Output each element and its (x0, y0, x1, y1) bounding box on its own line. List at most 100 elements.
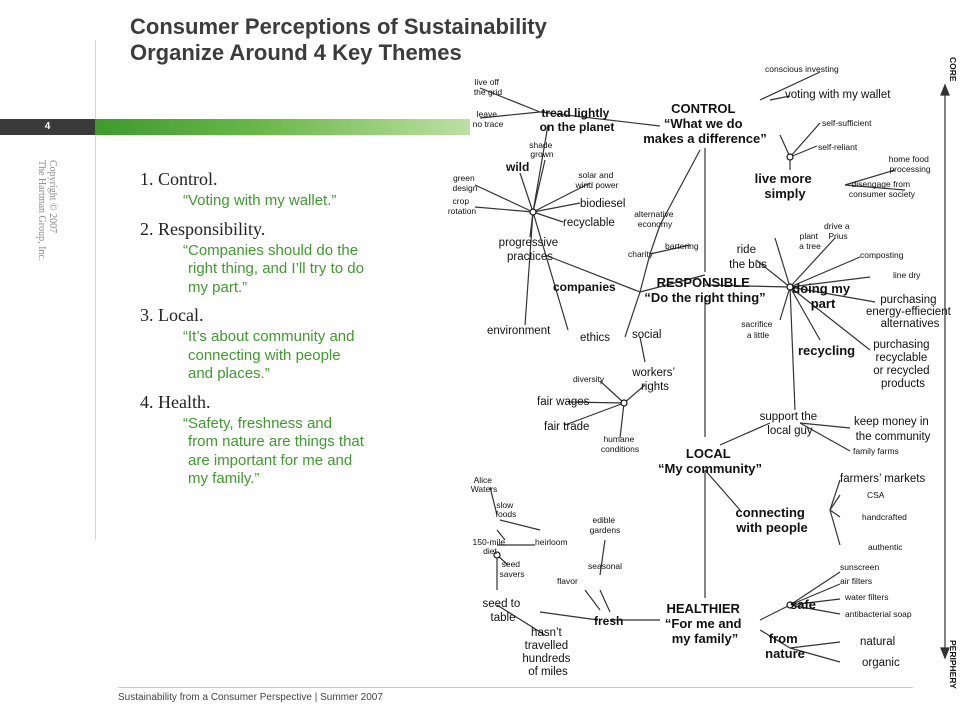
page-number-box (0, 119, 95, 135)
map-node: composting (860, 250, 904, 260)
map-node: seed to table (483, 598, 524, 624)
quote-line: “It’s about community and (183, 328, 355, 345)
map-node: ride the bus (729, 244, 767, 271)
map-responsible-heading: RESPONSIBLE “Do the right thing” (644, 275, 765, 305)
map-node: biodiesel (580, 198, 625, 210)
map-node: conscious investing (765, 64, 839, 74)
map-node: flavor (557, 576, 578, 586)
theme-health: 4. Health. “Safety, freshness and from n… (140, 391, 430, 489)
map-node: charity (628, 249, 654, 259)
map-connectors (474, 71, 946, 663)
map-node: safe (790, 597, 816, 612)
map-hubs (493, 153, 794, 609)
axis-periphery-label: PERIPHERY (948, 640, 958, 689)
map-node: social (632, 329, 661, 341)
map-node: leave no trace (473, 109, 504, 129)
axis-core-label: CORE (948, 57, 958, 82)
map-axis: CORE PERIPHERY (940, 57, 958, 689)
map-node: alternative economy (634, 209, 676, 229)
map-node: home food processing (889, 154, 932, 174)
green-gradient-bar (95, 119, 470, 135)
map-node: plant a tree (799, 231, 821, 251)
map-node: workers’ rights (631, 367, 678, 393)
map-node: authentic (868, 542, 903, 552)
quote-line: are important for me and (188, 451, 353, 469)
theme-quote: “Voting with my wallet.” (183, 192, 430, 211)
quote-line: “Safety, freshness and (183, 414, 332, 432)
map-node: air filters (840, 576, 872, 586)
map-node: doing my part (792, 281, 853, 311)
copyright-vertical: Copyright © 2007 The Hartman Group, Inc. (36, 160, 66, 300)
quote-line: “Voting with my wallet.” (183, 192, 337, 209)
map-node: purchasing energy-effiecient alternative… (866, 294, 954, 330)
map-node: voting with my wallet (785, 89, 891, 101)
map-node: environment (487, 325, 551, 337)
quote-line: my part.” (188, 278, 248, 296)
map-node: disengage from consumer society (849, 179, 916, 199)
map-node: progressive practices (499, 237, 562, 263)
map-node: sacrifice a little (741, 319, 775, 340)
map-node: recycling (798, 343, 855, 358)
theme-heading: 2. Responsibility. (140, 218, 266, 239)
map-node: hasn’t travelled hundreds of miles (522, 627, 573, 678)
vertical-divider (95, 40, 96, 540)
map-node: antibacterial soap (845, 609, 912, 619)
theme-control: 1. Control. “Voting with my wallet.” (140, 168, 430, 211)
concept-map: CORE PERIPHERY CONTROL “What we do makes… (440, 55, 960, 720)
map-node: slow foods (496, 500, 517, 519)
map-node: support the local guy (760, 411, 821, 437)
theme-heading: 4. Health. (140, 391, 211, 412)
theme-heading: 1. Control. (140, 169, 218, 189)
concept-map-svg: CORE PERIPHERY CONTROL “What we do makes… (448, 57, 958, 689)
theme-responsibility: 2. Responsibility. “Companies should do … (140, 218, 430, 298)
map-node: natural (860, 636, 895, 648)
map-node: live off the grid (474, 77, 503, 97)
page-title: Consumer Perceptions of Sustainability O… (130, 14, 547, 65)
map-node: organic (862, 657, 900, 669)
map-healthier-heading: HEALTHIER “For me and my family” (665, 601, 745, 646)
map-node: family farms (853, 446, 899, 456)
map-node: seed savers (499, 559, 524, 579)
header-band: 4 (0, 119, 470, 135)
footer-text: Sustainability from a Consumer Perspecti… (118, 692, 383, 703)
map-node: keep money in the community (854, 416, 932, 443)
quote-line: “Companies should do the (183, 241, 359, 259)
map-node: seasonal (588, 561, 622, 571)
map-node: green design (452, 173, 477, 193)
theme-quote: “Safety, freshness and from nature are t… (183, 415, 430, 489)
map-node: diversity (573, 374, 605, 384)
map-control-heading: CONTROL “What we do makes a difference” (643, 101, 767, 146)
map-node: fresh (594, 614, 623, 628)
map-node: drive a Prius (824, 221, 852, 241)
map-node: edible gardens (590, 515, 621, 535)
themes-list: 1. Control. “Voting with my wallet.” 2. … (140, 168, 430, 496)
quote-line: right thing, and I’ll try to do (188, 260, 364, 277)
page-number: 4 (44, 121, 51, 132)
theme-quote: “Companies should do the right thing, an… (183, 242, 430, 298)
copyright-line-1: Copyright © 2007 (47, 160, 58, 234)
theme-local: 3. Local. “It’s about community and conn… (140, 304, 430, 384)
map-node: solar and wind power (575, 170, 619, 190)
map-node: companies (553, 280, 616, 294)
map-node: line dry (893, 270, 921, 280)
map-node: water filters (844, 592, 888, 602)
map-node: 150-mile diet (473, 537, 508, 556)
footer-divider (118, 687, 913, 688)
map-node: humane conditions (601, 434, 639, 454)
map-node: ethics (580, 332, 610, 344)
map-node: live more simply (755, 171, 816, 201)
quote-line: and places.” (188, 365, 270, 382)
map-node: farmers’ markets (840, 473, 925, 485)
map-node: fair wages (537, 396, 590, 408)
theme-quote: “It’s about community and connecting wit… (183, 328, 430, 384)
map-node: sunscreen (840, 562, 879, 572)
copyright-line-2: The Hartman Group, Inc. (36, 160, 47, 262)
map-node: recyclable (563, 217, 615, 229)
map-node: shade grown (529, 140, 555, 159)
theme-heading: 3. Local. (140, 305, 204, 325)
quote-line: from nature are things that (188, 433, 364, 450)
map-node: connecting with people (735, 505, 808, 535)
map-node: CSA (867, 490, 885, 500)
map-node: crop rotation (448, 196, 477, 216)
